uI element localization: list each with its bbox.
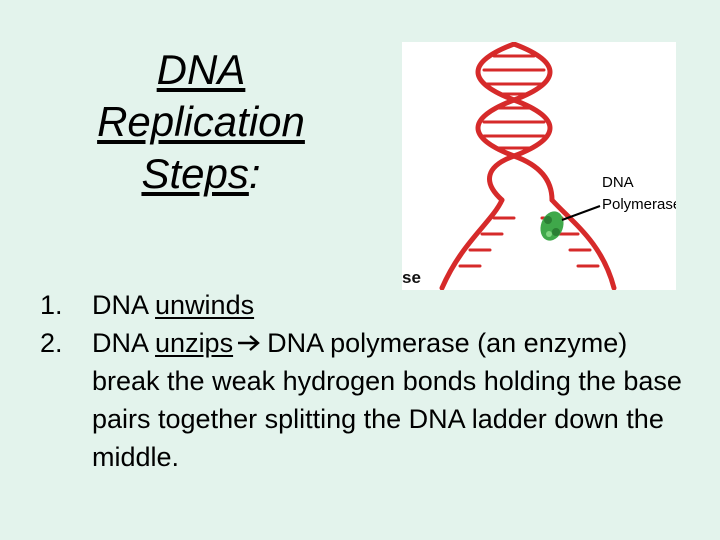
dna-replication-figure: DNA Polymerase se: [402, 42, 676, 290]
step-prefix: DNA: [92, 328, 156, 358]
step-description: DNA polymerase (an enzyme) break the wea…: [92, 328, 682, 472]
step-prefix: DNA: [92, 290, 156, 320]
step-1: 1. DNA unwinds: [40, 286, 700, 324]
title-line-3-word: Steps: [141, 150, 249, 197]
title-line-1: DNA: [156, 46, 246, 93]
dna-helix-illustration: [439, 42, 617, 290]
base-pair-rungs: [482, 54, 546, 150]
step-number: 2.: [40, 328, 63, 358]
title-line-3-punct: :: [248, 150, 261, 197]
slide-title: DNA Replication Steps:: [60, 44, 342, 200]
label-line-1: DNA: [602, 174, 634, 191]
separated-bases: [458, 216, 600, 268]
label-line-2: Polymerase: [602, 196, 676, 213]
label-pointer: [561, 205, 601, 221]
step-number: 1.: [40, 290, 63, 320]
right-arrow-icon: [237, 324, 261, 362]
dna-polymerase-label: DNA Polymerase: [602, 172, 676, 216]
dna-double-helix: [475, 42, 555, 203]
polymerase-enzyme-icon: [540, 211, 564, 241]
step-keyword: unzips: [155, 328, 234, 358]
title-line-2: Replication: [97, 98, 305, 145]
unzipped-strands: [439, 197, 617, 290]
cropped-text-fragment: se: [402, 268, 421, 287]
step-text: DNA unwinds: [92, 286, 700, 324]
step-keyword: unwinds: [155, 290, 255, 320]
